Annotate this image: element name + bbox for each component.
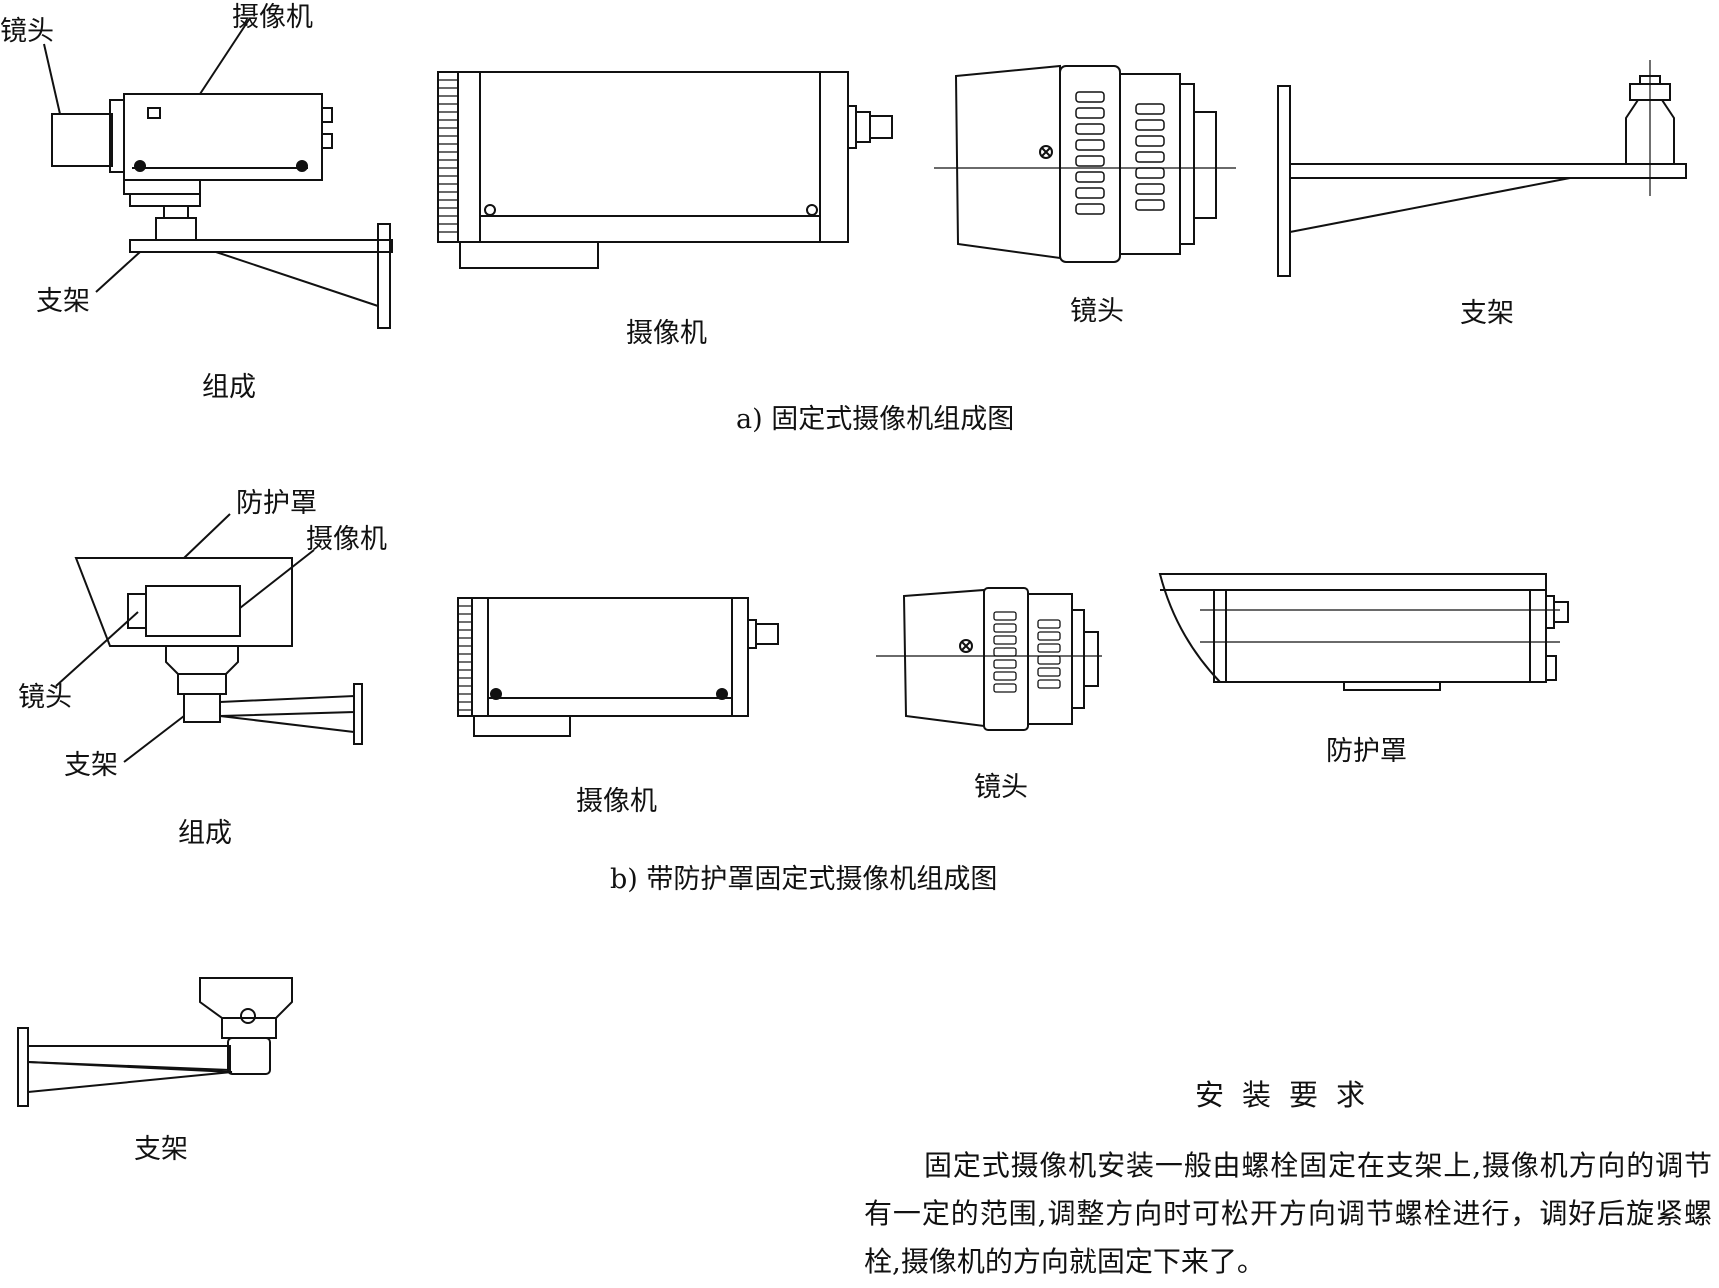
b-callout-bracket: 支架: [64, 750, 118, 781]
a-figure-caption: a) 固定式摄像机组成图: [736, 404, 1015, 435]
c-bracket-drawing: [17, 977, 293, 1107]
a-lens-drawing: [934, 64, 1236, 263]
b-callout-camera: 摄像机: [306, 524, 387, 555]
a-callout-lens: 镜头: [0, 16, 54, 47]
a-label-bracket: 支架: [1460, 298, 1514, 329]
a-callout-bracket: 支架: [36, 286, 90, 317]
a-callout-camera: 摄像机: [232, 2, 313, 33]
c-label-bracket: 支架: [134, 1134, 188, 1165]
b-label-camera: 摄像机: [576, 786, 657, 817]
b-callout-housing: 防护罩: [236, 488, 317, 519]
b-housing-drawing: [1158, 573, 1569, 691]
a-bracket-drawing: [1277, 60, 1687, 277]
b-label-lens: 镜头: [974, 772, 1028, 803]
b-label-housing: 防护罩: [1326, 736, 1407, 767]
b-figure-caption: b) 带防护罩固定式摄像机组成图: [610, 864, 998, 895]
b-camera-drawing: [457, 597, 779, 737]
b-lens-drawing: [876, 587, 1102, 731]
a-label-assembly: 组成: [202, 372, 256, 403]
b-callout-lens: 镜头: [18, 682, 72, 713]
requirements-body: 固定式摄像机安装一般由螺栓固定在支架上,摄像机方向的调节有一定的范围,调整方向时…: [864, 1149, 1712, 1278]
requirements-title: 安装要求: [1195, 1078, 1384, 1112]
a-label-lens: 镜头: [1070, 296, 1124, 327]
b-label-assembly: 组成: [178, 818, 232, 849]
a-camera-drawing: [437, 71, 893, 269]
a-assembly-drawing: [43, 17, 393, 329]
b-assembly-drawing: [55, 513, 363, 763]
a-label-camera: 摄像机: [626, 318, 707, 349]
